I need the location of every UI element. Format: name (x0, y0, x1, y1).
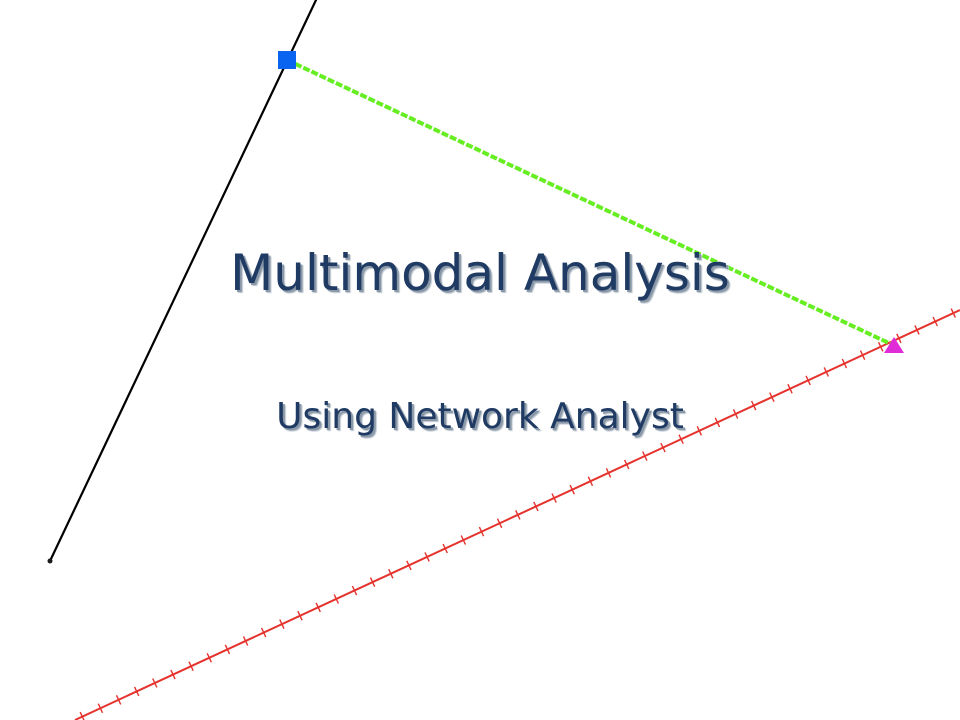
rail-tick (333, 594, 340, 604)
rail-tick (732, 409, 739, 419)
rail-tick (805, 375, 811, 386)
rail-tick (279, 619, 285, 629)
rail-tick (133, 686, 140, 697)
rail-tick (823, 367, 830, 377)
rail-tick (932, 316, 938, 327)
rail-tick (152, 678, 158, 688)
rail-tick (496, 518, 503, 529)
rail-tick (206, 653, 213, 663)
street-end-vertex (47, 558, 53, 564)
rail-tick (406, 560, 412, 571)
rail-tick (242, 636, 249, 646)
rail-tick (224, 644, 231, 655)
rail-tick (587, 476, 594, 487)
rail-tick (388, 568, 394, 579)
slide-subtitle: Using Network Analyst (276, 396, 684, 437)
rail-tick (115, 695, 122, 705)
rail-tick (642, 451, 648, 461)
rail-tick (369, 577, 376, 587)
rail-tick (478, 526, 485, 537)
rail-tick (424, 552, 430, 562)
rail-tick (170, 669, 176, 680)
rail-tick (97, 703, 104, 714)
rail-tick (859, 350, 866, 360)
route-line (286, 58, 894, 347)
triangle-stop-marker (884, 337, 904, 353)
rail-tick (297, 610, 303, 621)
rail-tick (260, 627, 267, 638)
rail-tick (569, 484, 575, 495)
rail-tick (351, 585, 358, 596)
rail-tick (678, 434, 684, 444)
rail-tick (914, 325, 920, 335)
square-stop-marker (278, 51, 296, 69)
black-street-line (48, 0, 318, 563)
rail-tick (750, 400, 757, 411)
rail-tick (769, 392, 775, 402)
rail-tick (188, 661, 194, 671)
rail-tick (896, 333, 902, 344)
rail-tick (315, 602, 321, 613)
rail-tick (714, 417, 721, 428)
rail-tick (787, 383, 793, 394)
rail-tick (623, 459, 630, 470)
rail-tick (442, 543, 448, 554)
rail-tick (605, 468, 612, 478)
rail-tick (460, 535, 467, 545)
rail-tick (950, 308, 957, 318)
rail-tick (841, 358, 848, 369)
rail-tick (515, 510, 521, 520)
rail-tick (877, 341, 884, 352)
rail-line-ticks (79, 308, 957, 720)
rail-tick (551, 493, 557, 503)
rail-tick (696, 426, 703, 436)
slide-title: Multimodal Analysis (230, 244, 730, 302)
rail-tick (660, 442, 666, 453)
rail-tick (533, 501, 539, 512)
